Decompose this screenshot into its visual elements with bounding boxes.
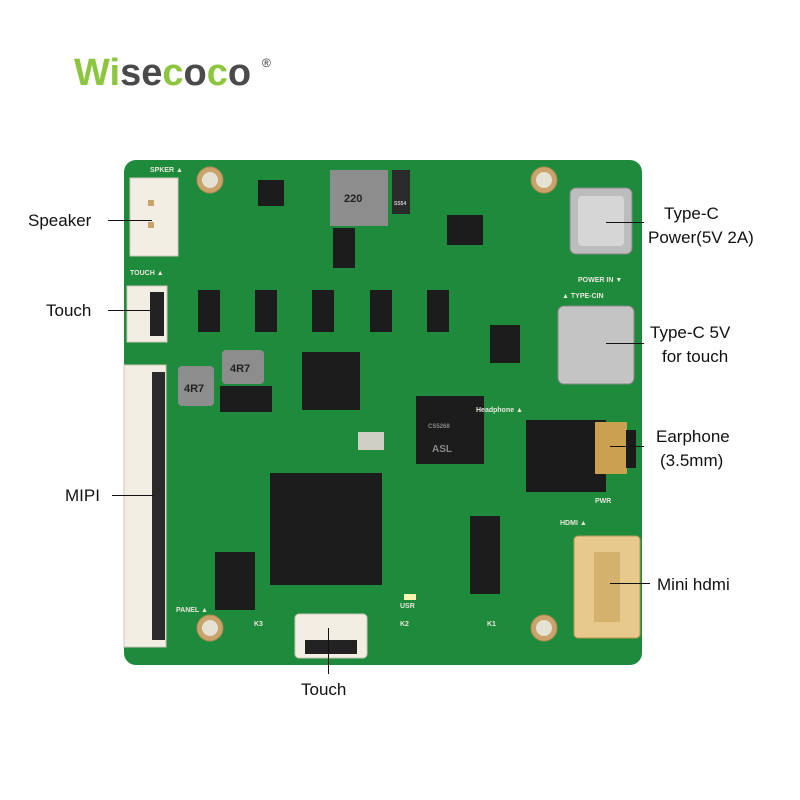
- brand-logo: Wisecoco: [74, 52, 251, 95]
- logo-part: o: [183, 52, 207, 94]
- earphone-jack: [526, 420, 606, 492]
- label-ss54: SS54: [394, 201, 406, 207]
- silk-k3: K3: [254, 621, 263, 628]
- callout-line: [112, 495, 154, 496]
- callout-line: [108, 310, 150, 311]
- silk-type-cin: ▲ TYPE-CIN: [562, 293, 604, 300]
- callout-line: [610, 583, 650, 584]
- silk-spker: SPKER ▲: [150, 167, 183, 174]
- typec-touch-port: [557, 305, 635, 385]
- callout-typec-power-1: Type-C: [664, 204, 719, 223]
- silk-hdmi: HDMI ▲: [560, 520, 587, 527]
- crystal: [358, 432, 384, 450]
- registered-mark: ®: [262, 56, 271, 70]
- callout-line: [108, 220, 152, 221]
- callout-line: [328, 628, 329, 674]
- silk-headphone: Headphone ▲: [476, 407, 523, 414]
- callout-mipi: MIPI: [65, 486, 100, 505]
- callout-touch-left: Touch: [46, 301, 92, 320]
- logo-part: o: [227, 52, 252, 94]
- silk-panel: PANEL ▲: [176, 607, 208, 614]
- callout-line: [606, 222, 644, 223]
- inductor-4r7a: [222, 350, 264, 384]
- label-220: 220: [344, 193, 362, 205]
- callout-mini-hdmi: Mini hdmi: [657, 575, 730, 594]
- callout-line: [610, 446, 644, 447]
- logo-part: se: [120, 52, 163, 94]
- logo-part: Wi: [74, 52, 121, 94]
- silk-k2: K2: [400, 621, 409, 628]
- callout-line: [606, 343, 644, 344]
- callout-touch-bottom: Touch: [301, 680, 347, 699]
- ic-chips: [198, 180, 520, 610]
- silk-power-in: POWER IN ▼: [578, 277, 622, 284]
- logo-part: c: [206, 52, 228, 94]
- callout-typec-touch-1: Type-C 5V: [650, 323, 731, 342]
- label-4r7b: 4R7: [184, 383, 204, 395]
- callout-typec-power-2: Power(5V 2A): [648, 228, 754, 247]
- label-4r7a: 4R7: [230, 363, 250, 375]
- silk-usr: USR: [400, 603, 415, 610]
- pcb-board: [124, 160, 642, 665]
- callout-typec-touch-2: for touch: [662, 347, 729, 366]
- callout-earphone-1: Earphone: [656, 427, 730, 446]
- callout-earphone-2: (3.5mm): [660, 451, 724, 470]
- label-cs5268: CS5268: [428, 424, 450, 430]
- usr-led: [404, 594, 416, 600]
- inductor-220: [330, 170, 388, 226]
- logo-part: c: [162, 52, 184, 94]
- silk-pwr: PWR: [595, 498, 611, 505]
- diode-ss54: [392, 170, 410, 214]
- inductor-4r7b: [178, 366, 214, 406]
- silk-touch: TOUCH ▲: [130, 270, 164, 277]
- speaker-connector: [129, 177, 179, 257]
- silk-k1: K1: [487, 621, 496, 628]
- callout-speaker: Speaker: [28, 211, 92, 230]
- label-asl: ASL: [432, 444, 452, 455]
